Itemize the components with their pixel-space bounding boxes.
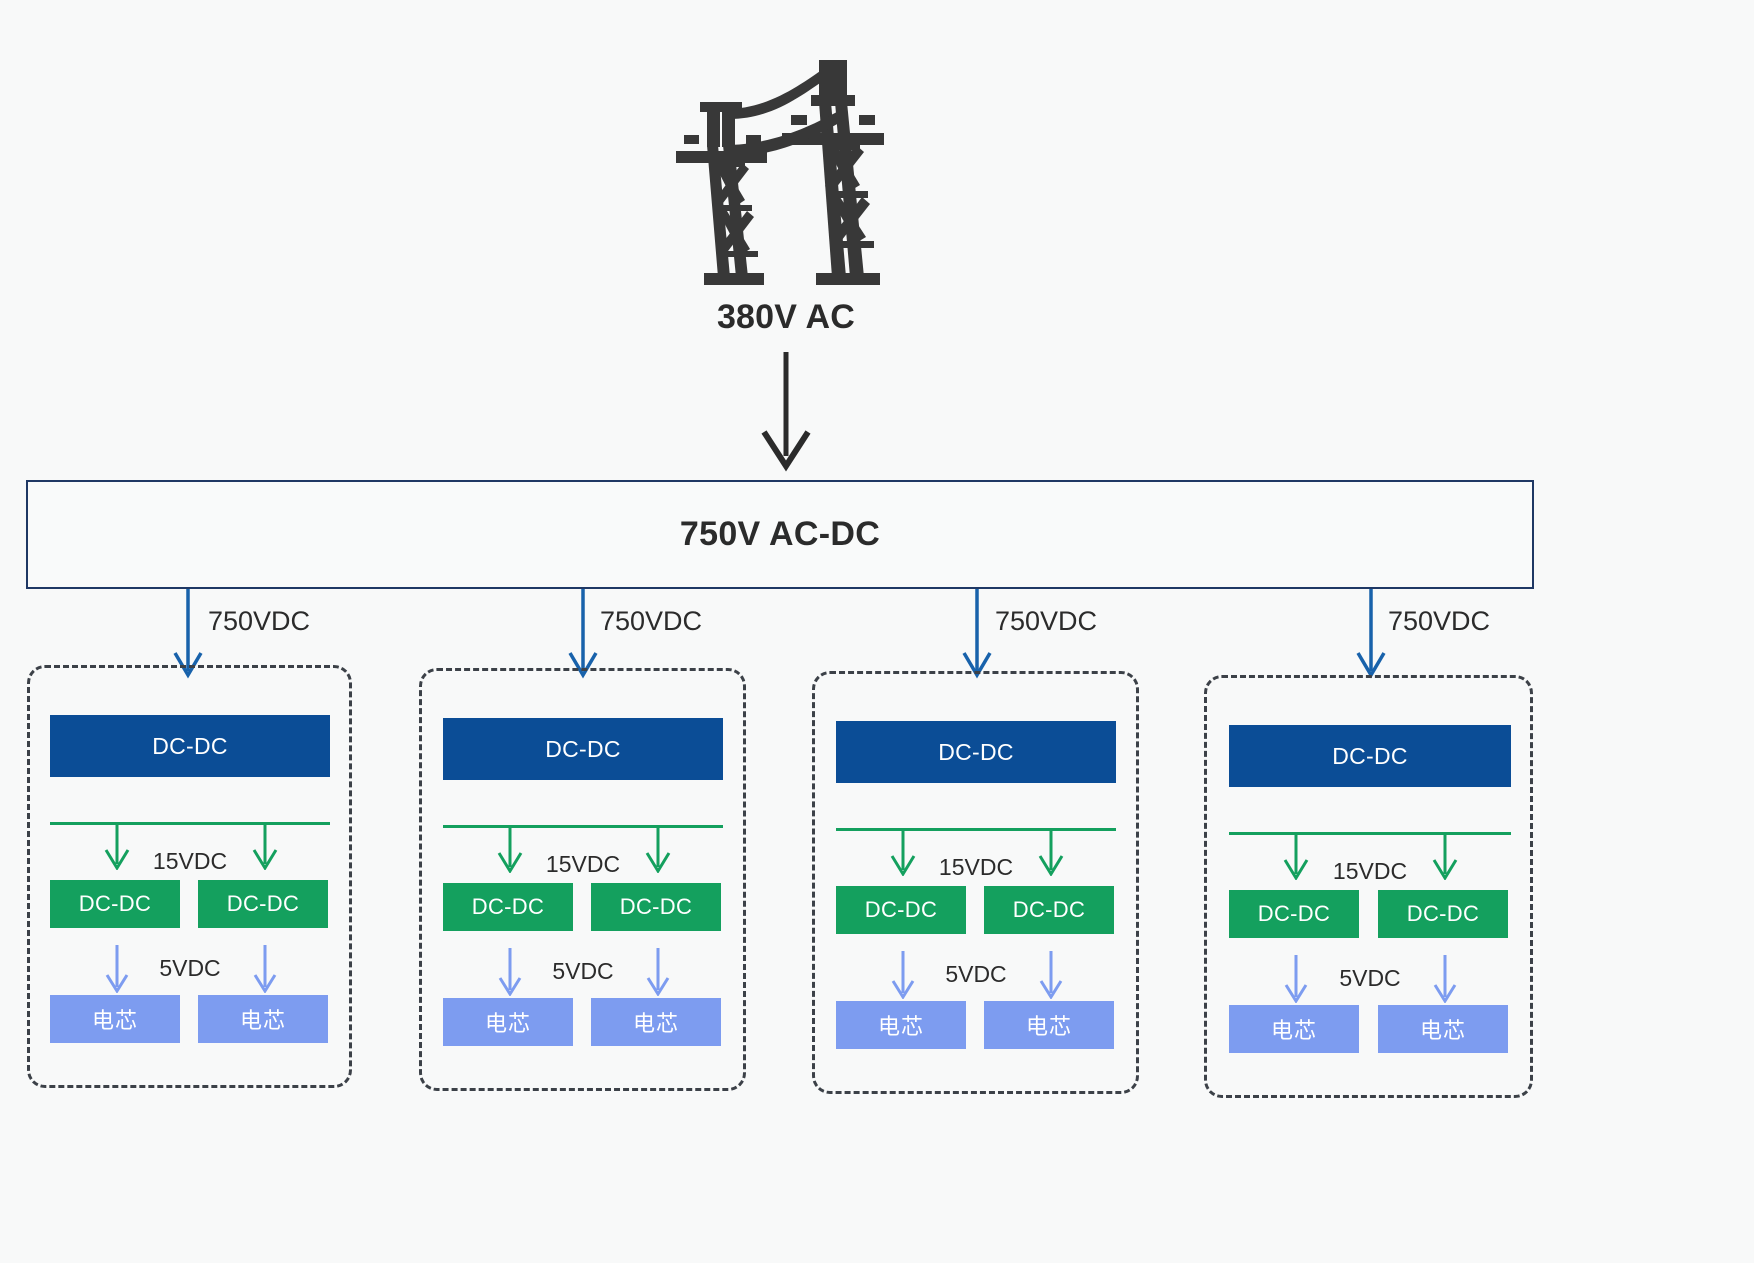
cell-2-label-group-3: 电芯 xyxy=(1025,1014,1072,1039)
secondary-dcdc-1-group-2[interactable]: DC-DC xyxy=(443,883,573,931)
feed-label-group-4: 750VDC xyxy=(1388,606,1491,636)
secondary-dcdc-2-label-group-1: DC-DC xyxy=(226,891,300,916)
mid-bus-group-1 xyxy=(50,822,330,825)
mid-arrow-left-group-4 xyxy=(1283,832,1309,880)
power-group-1 xyxy=(27,665,352,1088)
low-arrow-left-group-1 xyxy=(105,945,129,993)
mid-arrow-right-group-4 xyxy=(1432,832,1458,880)
cell-1-label-group-3: 电芯 xyxy=(877,1014,924,1039)
power-group-2 xyxy=(419,668,746,1091)
mid-arrow-right-group-1 xyxy=(252,822,278,870)
secondary-dcdc-1-label-group-4: DC-DC xyxy=(1257,901,1331,926)
mid-voltage-label-group-4: 15VDC xyxy=(1332,858,1408,884)
power-group-3 xyxy=(812,671,1139,1094)
mid-voltage-label-group-3: 15VDC xyxy=(938,854,1014,880)
cell-2-label-group-2: 电芯 xyxy=(632,1011,679,1036)
secondary-dcdc-1-group-3[interactable]: DC-DC xyxy=(836,886,966,934)
feed-arrow-group-3 xyxy=(962,589,992,679)
feed-arrow-group-4 xyxy=(1356,589,1386,679)
primary-dcdc-group-1[interactable]: DC-DC xyxy=(50,715,330,777)
transmission-tower-icon xyxy=(676,60,884,285)
cell-1-label-group-1: 电芯 xyxy=(91,1008,138,1033)
secondary-dcdc-1-group-4[interactable]: DC-DC xyxy=(1229,890,1359,938)
cell-2-group-2[interactable]: 电芯 xyxy=(591,998,721,1046)
mid-bus-group-2 xyxy=(443,825,723,828)
cell-1-label-group-4: 电芯 xyxy=(1270,1018,1317,1043)
mid-arrow-right-group-3 xyxy=(1038,828,1064,876)
feed-arrow-group-2 xyxy=(568,589,598,679)
low-arrow-left-group-4 xyxy=(1284,955,1308,1003)
cell-1-label-group-2: 电芯 xyxy=(484,1011,531,1036)
acdc-converter-box[interactable]: 750V AC-DC xyxy=(26,480,1534,589)
feed-label-group-3: 750VDC xyxy=(995,606,1098,636)
low-voltage-label-group-3: 5VDC xyxy=(945,961,1007,987)
feed-arrow-group-1 xyxy=(173,589,203,679)
feed-label-group-1: 750VDC xyxy=(208,606,311,636)
secondary-dcdc-1-label-group-3: DC-DC xyxy=(864,897,938,922)
secondary-dcdc-2-label-group-2: DC-DC xyxy=(619,894,693,919)
secondary-dcdc-1-group-1[interactable]: DC-DC xyxy=(50,880,180,928)
primary-dcdc-label-group-1: DC-DC xyxy=(152,732,228,759)
source-to-converter-arrow xyxy=(761,352,811,472)
mid-bus-group-3 xyxy=(836,828,1116,831)
cell-1-group-4[interactable]: 电芯 xyxy=(1229,1005,1359,1053)
mid-voltage-label-group-2: 15VDC xyxy=(545,851,621,877)
cell-1-group-1[interactable]: 电芯 xyxy=(50,995,180,1043)
mid-arrow-left-group-1 xyxy=(104,822,130,870)
mid-voltage-label-group-1: 15VDC xyxy=(152,848,228,874)
cell-2-group-3[interactable]: 电芯 xyxy=(984,1001,1114,1049)
primary-dcdc-group-3[interactable]: DC-DC xyxy=(836,721,1116,783)
mid-arrow-right-group-2 xyxy=(645,825,671,873)
cell-2-label-group-4: 电芯 xyxy=(1419,1018,1466,1043)
secondary-dcdc-2-label-group-4: DC-DC xyxy=(1406,901,1480,926)
acdc-converter-label: 750V AC-DC xyxy=(679,515,881,553)
mid-arrow-left-group-3 xyxy=(890,828,916,876)
secondary-dcdc-2-group-2[interactable]: DC-DC xyxy=(591,883,721,931)
secondary-dcdc-1-label-group-2: DC-DC xyxy=(471,894,545,919)
cell-2-group-1[interactable]: 电芯 xyxy=(198,995,328,1043)
secondary-dcdc-2-label-group-3: DC-DC xyxy=(1012,897,1086,922)
primary-dcdc-group-2[interactable]: DC-DC xyxy=(443,718,723,780)
low-voltage-label-group-4: 5VDC xyxy=(1339,965,1401,991)
feed-label-group-2: 750VDC xyxy=(600,606,703,636)
source-voltage-label: 380V AC xyxy=(716,298,856,336)
mid-bus-group-4 xyxy=(1229,832,1511,835)
low-arrow-left-group-2 xyxy=(498,948,522,996)
low-voltage-label-group-1: 5VDC xyxy=(159,955,221,981)
low-arrow-right-group-4 xyxy=(1433,955,1457,1003)
primary-dcdc-label-group-3: DC-DC xyxy=(938,738,1014,765)
low-arrow-right-group-1 xyxy=(253,945,277,993)
secondary-dcdc-2-group-1[interactable]: DC-DC xyxy=(198,880,328,928)
cell-1-group-2[interactable]: 电芯 xyxy=(443,998,573,1046)
low-arrow-right-group-2 xyxy=(646,948,670,996)
low-voltage-label-group-2: 5VDC xyxy=(552,958,614,984)
power-group-4 xyxy=(1204,675,1533,1098)
primary-dcdc-group-4[interactable]: DC-DC xyxy=(1229,725,1511,787)
low-arrow-left-group-3 xyxy=(891,951,915,999)
primary-dcdc-label-group-2: DC-DC xyxy=(545,735,621,762)
cell-1-group-3[interactable]: 电芯 xyxy=(836,1001,966,1049)
mid-arrow-left-group-2 xyxy=(497,825,523,873)
secondary-dcdc-2-group-3[interactable]: DC-DC xyxy=(984,886,1114,934)
primary-dcdc-label-group-4: DC-DC xyxy=(1332,742,1408,769)
cell-2-label-group-1: 电芯 xyxy=(239,1008,286,1033)
secondary-dcdc-2-group-4[interactable]: DC-DC xyxy=(1378,890,1508,938)
secondary-dcdc-1-label-group-1: DC-DC xyxy=(78,891,152,916)
low-arrow-right-group-3 xyxy=(1039,951,1063,999)
cell-2-group-4[interactable]: 电芯 xyxy=(1378,1005,1508,1053)
